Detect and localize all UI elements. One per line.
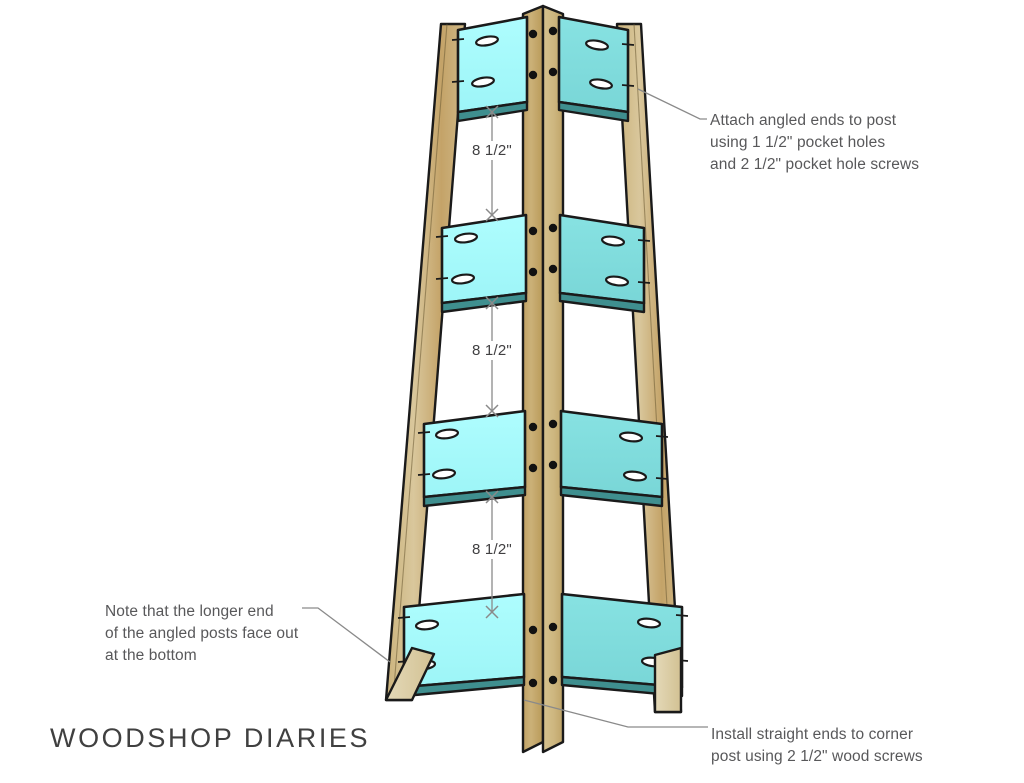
screw-head (528, 422, 538, 432)
pocket-hole (475, 35, 499, 47)
screw-head (528, 70, 538, 80)
screw-head (548, 419, 558, 429)
leader-line-install-straight-ends (523, 699, 708, 728)
dimension-label-gap-bottom: 8 1/2" (468, 540, 516, 559)
pocket-hole (618, 431, 644, 443)
screw-head (548, 67, 558, 77)
leader-line-longer-end-note (302, 607, 391, 663)
pocket-hole (414, 619, 440, 631)
angled-leg-left-rear (384, 22, 467, 702)
angled-leg-right-front (653, 646, 683, 714)
leader-line-attach-angled-ends (637, 88, 707, 120)
pocket-hole (453, 232, 479, 244)
screw-head (528, 625, 538, 635)
screw-head (548, 264, 558, 274)
pocket-hole (431, 468, 457, 480)
center-corner-post (521, 4, 565, 754)
screw-head (528, 226, 538, 236)
shelf-1 (451, 15, 635, 123)
annotation-longer-end-note: Note that the longer end of the angled p… (105, 603, 299, 664)
pocket-hole (622, 470, 648, 482)
angled-leg-left-front (384, 646, 436, 702)
pocket-hole (589, 78, 613, 90)
pocket-hole (450, 273, 476, 285)
pocket-hole (471, 76, 495, 88)
screw-head (548, 622, 558, 632)
pocket-hole (585, 39, 609, 51)
shelf-3 (417, 409, 669, 508)
annotation-attach-angled-ends: Attach angled ends to post using 1 1/2" … (710, 112, 920, 173)
screw-head (548, 675, 558, 685)
screw-head (528, 29, 538, 39)
dimension-line-gap-top (485, 105, 499, 222)
screw-head (548, 460, 558, 470)
dimension-label-gap-top: 8 1/2" (468, 141, 516, 160)
dimension-line-gap-bottom (485, 490, 499, 619)
pocket-hole (434, 428, 460, 440)
screw-head (528, 267, 538, 277)
pocket-hole (604, 275, 630, 287)
pocket-hole (636, 617, 662, 629)
pocket-hole (600, 235, 626, 247)
screw-head (528, 678, 538, 688)
dimension-label-gap-middle: 8 1/2" (468, 341, 516, 360)
screw-head (528, 463, 538, 473)
shelf-2 (435, 213, 651, 314)
screw-head (548, 223, 558, 233)
screw-head (548, 26, 558, 36)
annotation-install-straight-ends: Install straight ends to corner post usi… (711, 726, 923, 765)
watermark-brand: WOODSHOP DIARIES (50, 723, 371, 753)
